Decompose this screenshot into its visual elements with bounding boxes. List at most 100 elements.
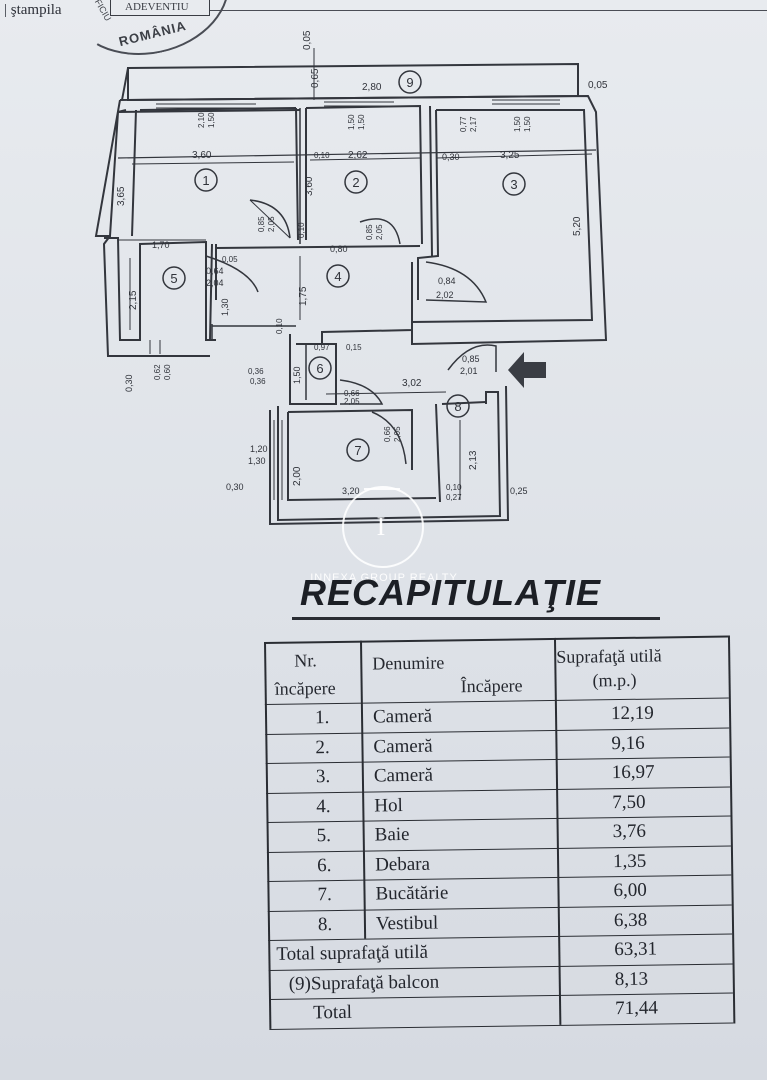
row-area: 16,97 [611, 761, 655, 784]
watermark-letter: I [376, 512, 386, 541]
dim-room1-win-a: 2,10 [197, 112, 206, 128]
header-denumire-line1: Denumire [372, 652, 445, 674]
room-5-label: 5 [170, 271, 177, 286]
table-row-line [265, 756, 730, 765]
dim-storage-a: 0,97 [314, 343, 330, 352]
balcony-outline [127, 62, 579, 102]
total-label: Total [313, 1001, 353, 1024]
dim-kitchen-win-b: 1,30 [248, 456, 266, 466]
room-5-walls [104, 237, 216, 341]
room-3-walls [417, 105, 440, 300]
room-2-circle [344, 170, 368, 194]
row-name: Bucătărie [375, 882, 449, 905]
table-row-line [267, 903, 732, 912]
total-value: 63,31 [614, 938, 658, 961]
row-area: 7,50 [612, 791, 646, 813]
table-row-line [265, 727, 730, 735]
row-number: 7. [317, 884, 332, 906]
room-2-label: 2 [352, 175, 359, 190]
door-bath [205, 255, 259, 293]
room-8-circle [446, 394, 470, 418]
dim-hall-width: 0,80 [330, 244, 348, 254]
row-name: Cameră [373, 764, 434, 787]
watermark-logo: I INNEXA GROUP REALTY [284, 466, 484, 596]
room-1-label: 1 [202, 173, 209, 188]
dim-kitchen-width: 3,02 [402, 378, 422, 389]
total-value: 71,44 [615, 997, 659, 1020]
stamp-area: | ştampila ADEVENTIU OFICIU ROMÂNIA [0, 0, 767, 70]
dim-entry-door-a: 0,85 [462, 354, 480, 364]
row-area: 12,19 [610, 702, 654, 725]
dim-room3-bal-a: 0,77 [459, 116, 468, 132]
dim-top-post2: 0,65 [310, 68, 321, 88]
row-name: Debara [374, 853, 431, 875]
room-6-walls [289, 334, 337, 405]
recap-title: RECAPITULAŢIE [300, 572, 601, 613]
row-number: 6. [316, 854, 332, 876]
table-row-line [266, 786, 731, 794]
dim-bath-height: 2,15 [128, 290, 139, 310]
door-room2 [359, 218, 401, 245]
dim-entry-door-b: 2,01 [460, 366, 478, 376]
dim-vest-a: 0,10 [446, 483, 462, 492]
dim-top-post: 0,05 [302, 30, 313, 50]
dim-kitchen-height: 2,00 [292, 466, 303, 486]
recap-underline [292, 617, 660, 620]
door-entry [447, 344, 497, 372]
dim-kitchen-door2-b: 2,05 [393, 426, 402, 442]
dim-room2-height: 3,60 [304, 176, 315, 196]
watermark-text: INNEXA GROUP REALTY [310, 572, 458, 584]
dim-kitchen-door2-a: 0,66 [383, 426, 392, 442]
table-col-line [359, 640, 366, 939]
row-number: 5. [316, 825, 332, 847]
room-1-circle [194, 168, 218, 192]
header-suprafata-line2: (m.p.) [592, 669, 637, 691]
row-area: 9,16 [611, 732, 645, 754]
dim-bath-width: 1,70 [152, 240, 170, 250]
entrance-arrow [508, 352, 546, 388]
total-label: (9)Suprafaţă balcon [288, 971, 440, 995]
row-number: 1. [314, 707, 330, 729]
row-area: 6,38 [613, 909, 648, 931]
row-number: 3. [315, 766, 331, 788]
dim-room3-width: 3,25 [500, 150, 520, 161]
row-name: Cameră [373, 735, 433, 757]
door-room1 [249, 199, 291, 239]
dim-hall-small2: 0,10 [297, 222, 306, 238]
room-4-walls [215, 245, 421, 344]
dim-storage-b: 0,15 [346, 343, 362, 352]
dim-room3-door-a: 0,84 [438, 276, 456, 286]
dim-room2-win-a: 1,50 [347, 114, 356, 130]
dim-room3-height: 5,20 [572, 216, 583, 236]
dim-kitchen-door-a: 0,66 [344, 389, 360, 398]
room-4-label: 4 [334, 269, 341, 284]
dim-room3-win-a: 1,50 [513, 116, 522, 132]
room-6-circle [308, 356, 332, 380]
dim-room1-door-b: 2,05 [267, 216, 276, 232]
outer-wall [119, 94, 608, 346]
dim-hall-length: 1,75 [298, 286, 309, 306]
stamp-box-text: ADEVENTIU [110, 0, 210, 16]
dim-kitchen-wall: 0,30 [226, 482, 244, 492]
door-kitchen [371, 411, 407, 465]
dim-vest-wall: 0,25 [510, 486, 528, 496]
dim-balcony-right: 0,05 [588, 80, 608, 91]
table-row-line [266, 845, 731, 853]
row-name: Vestibul [375, 912, 439, 934]
dim-bath-win-a: 0,62 [153, 364, 162, 380]
dim-bath-height2: 1,30 [220, 298, 230, 316]
row-area: 3,76 [612, 820, 647, 843]
row-name: Baie [374, 823, 410, 846]
table-row-line [267, 874, 732, 883]
room-6-label: 6 [316, 361, 323, 376]
top-rule [210, 0, 767, 11]
watermark-circle [342, 486, 424, 568]
row-area: 1,35 [612, 850, 647, 872]
header-suprafata-line1: Suprafaţă utilă [556, 645, 662, 667]
room-9-circle [398, 70, 422, 94]
dim-room3-door-b: 2,02 [436, 290, 454, 300]
dim-room1-win-b: 1,50 [207, 112, 216, 128]
dim-room1-height: 3,65 [116, 186, 127, 206]
dim-bath-win-b: 0,60 [163, 364, 172, 380]
room-7-walls [277, 391, 502, 522]
